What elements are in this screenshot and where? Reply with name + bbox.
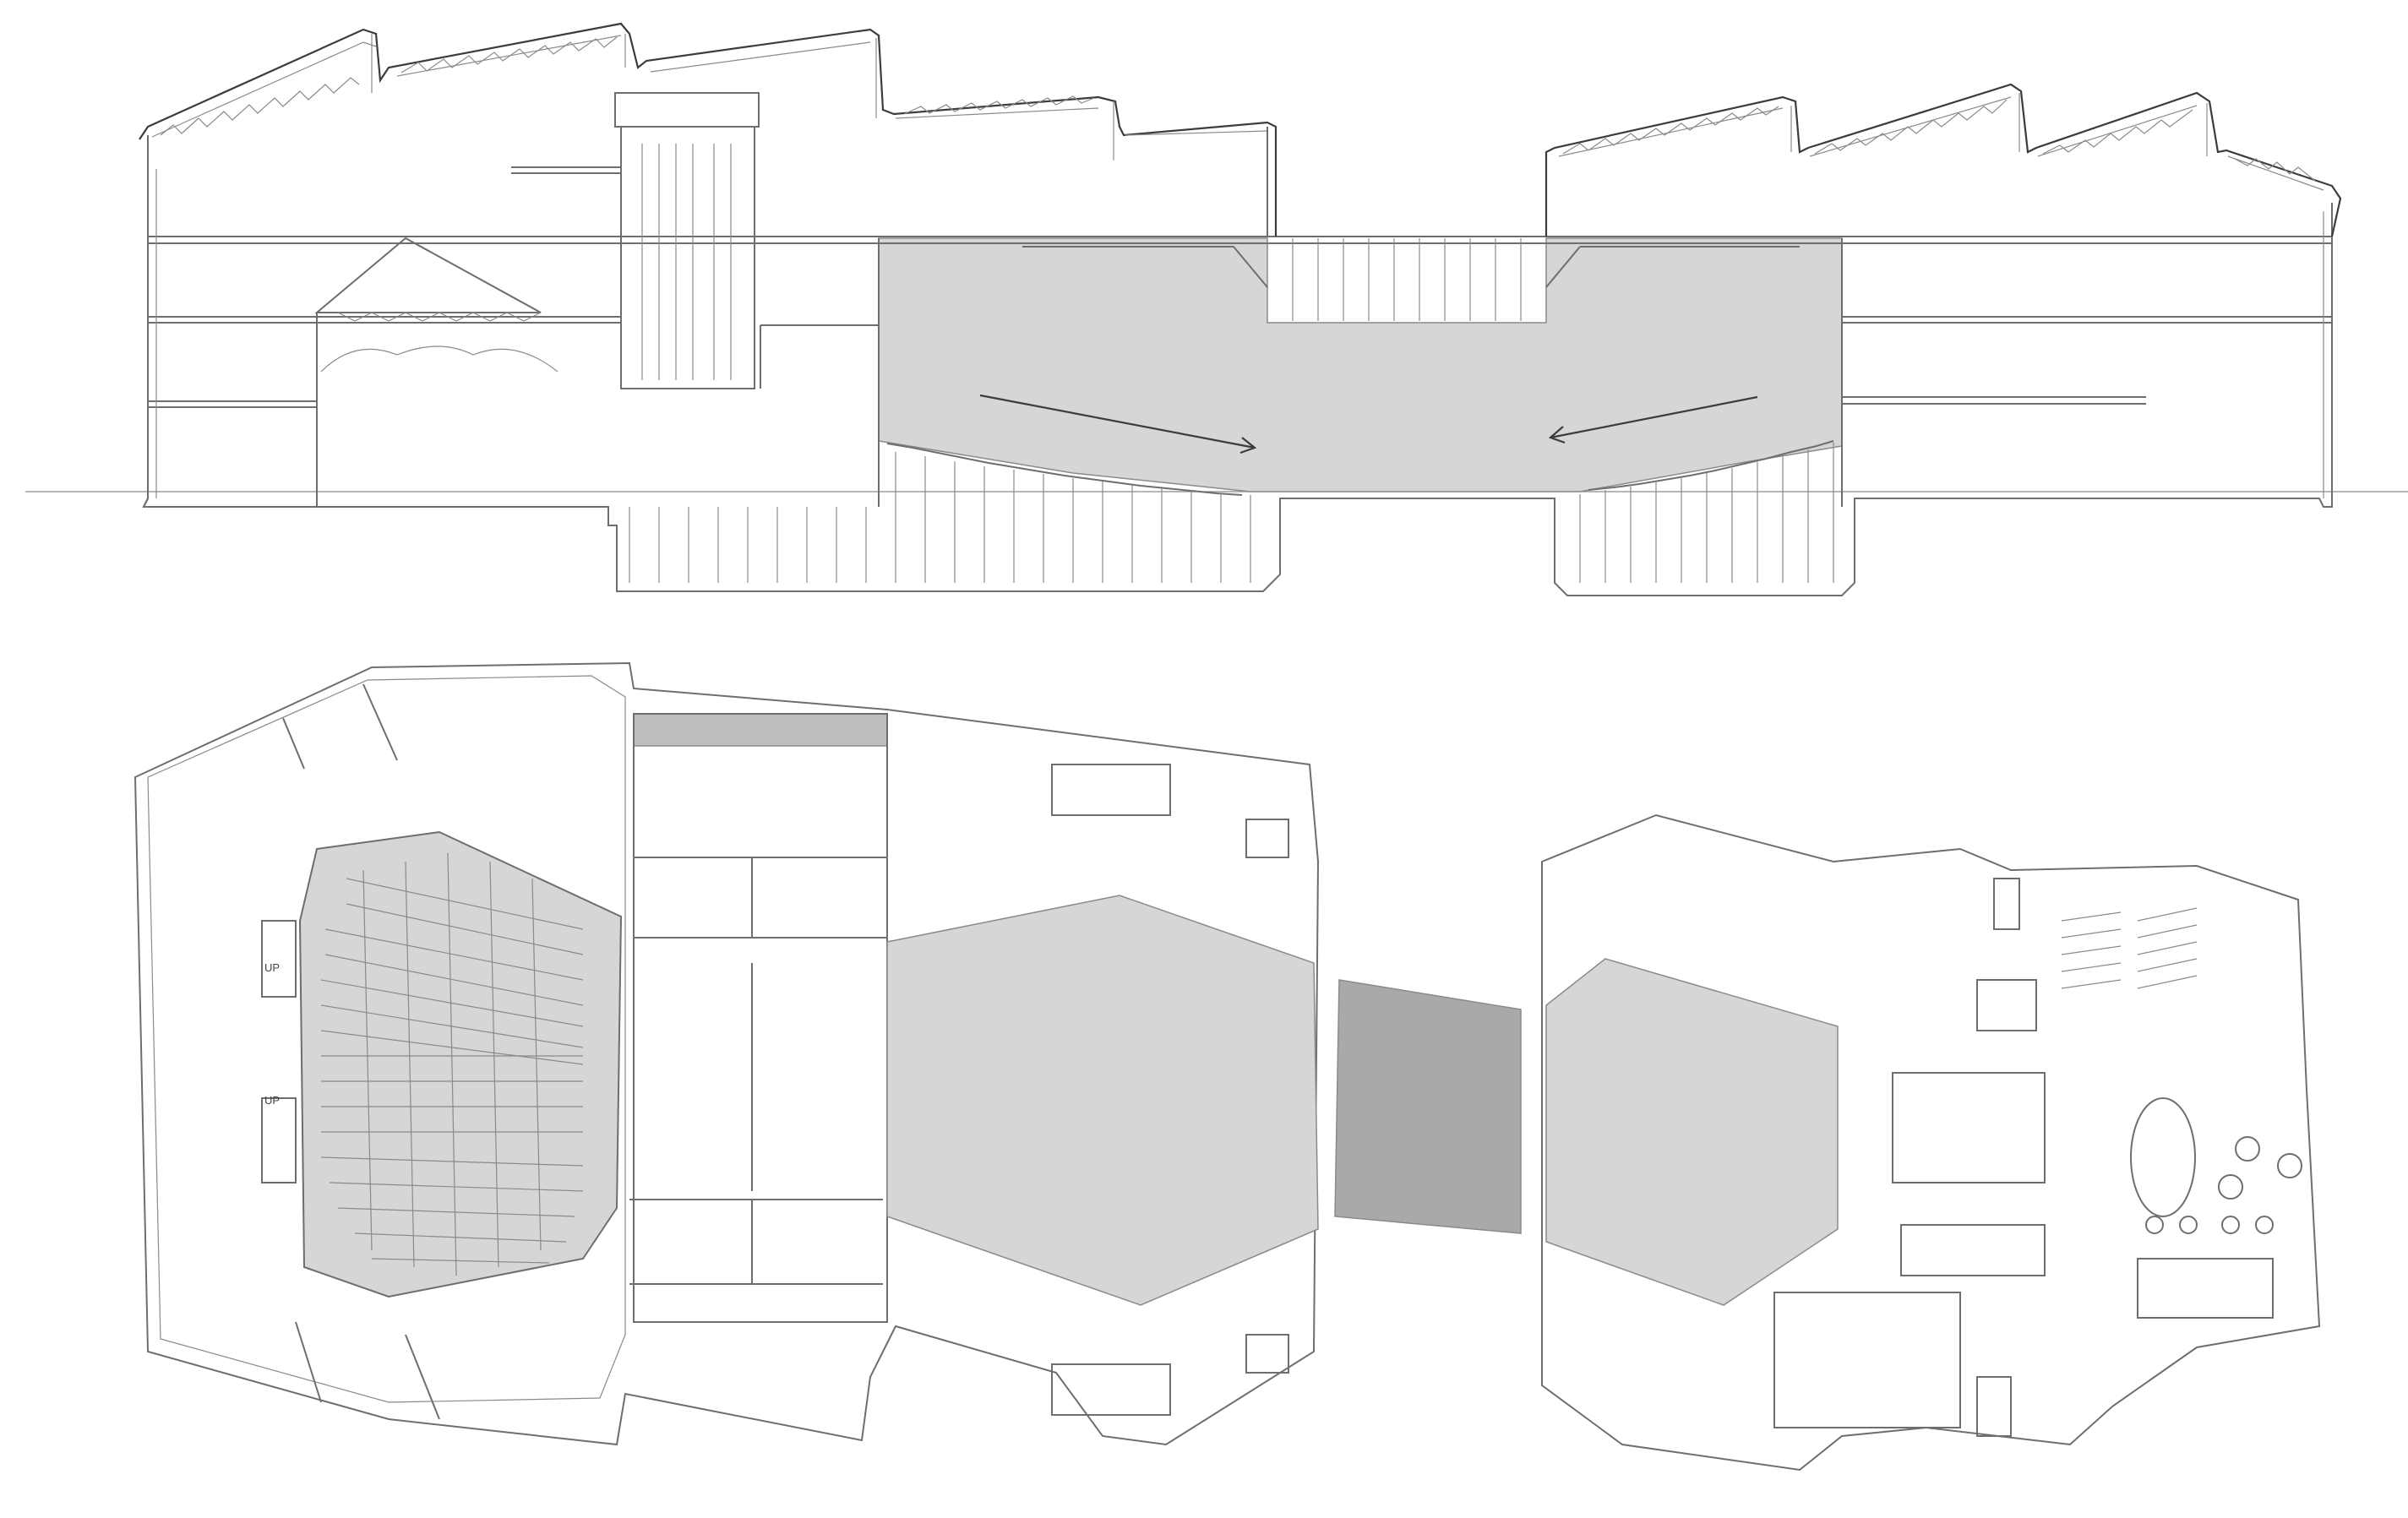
stair	[1245, 819, 1289, 858]
stair	[261, 920, 297, 998]
plan-envelope-left	[133, 661, 1320, 1446]
building-section	[25, 22, 2408, 596]
acoustic-cloud	[320, 345, 558, 373]
stair-up-label: UP	[264, 961, 280, 974]
stair	[1976, 1376, 2012, 1437]
wall	[362, 683, 398, 761]
fly-tower-top	[614, 92, 760, 128]
stair	[261, 1097, 297, 1183]
elevator	[1976, 979, 2037, 1031]
restroom-block	[1892, 1072, 2046, 1183]
stair	[1051, 764, 1171, 816]
wall	[405, 1334, 440, 1420]
stage-left	[886, 895, 1319, 1306]
auditorium-truss	[314, 237, 542, 313]
auditorium-outline	[298, 830, 623, 1298]
wall	[295, 1321, 322, 1403]
roof-sawtooth-right	[1544, 83, 2342, 237]
backstage-block	[633, 713, 888, 1323]
wall	[282, 717, 305, 770]
truss-web	[337, 312, 542, 322]
cafe-table-cluster	[2130, 1097, 2196, 1217]
ceiling-slats	[1022, 238, 1800, 321]
stair-up-label: UP	[264, 1094, 280, 1107]
stair	[1051, 1363, 1171, 1416]
service-core	[1773, 1292, 1961, 1428]
stair	[1993, 878, 2020, 930]
service-room	[1900, 1224, 2046, 1276]
seating-rake-left	[629, 443, 1251, 583]
roof-sawtooth-left	[139, 22, 1278, 237]
stage-right	[1545, 958, 1839, 1306]
stage-header-strip	[633, 713, 888, 747]
seating-rake-right	[1579, 440, 1834, 583]
connector-plaza	[1334, 979, 1522, 1234]
base-edge	[143, 498, 149, 508]
plan-inner-line	[147, 675, 626, 1403]
stair	[1245, 1334, 1289, 1374]
seat-rows-left	[320, 852, 584, 1276]
auditorium-seating-left	[299, 831, 622, 1298]
cafe-tables	[2145, 1136, 2302, 1234]
movement-arrows	[979, 394, 1758, 454]
central-hall-shading	[878, 237, 1843, 492]
section-outline-left	[142, 135, 2333, 596]
plan-envelope-right	[1541, 813, 2321, 1472]
lecture-room-seats	[2061, 907, 2198, 989]
floor-plan: UP UP	[133, 661, 2321, 1472]
bar-counter	[2137, 1258, 2274, 1319]
fly-tower	[620, 126, 755, 389]
